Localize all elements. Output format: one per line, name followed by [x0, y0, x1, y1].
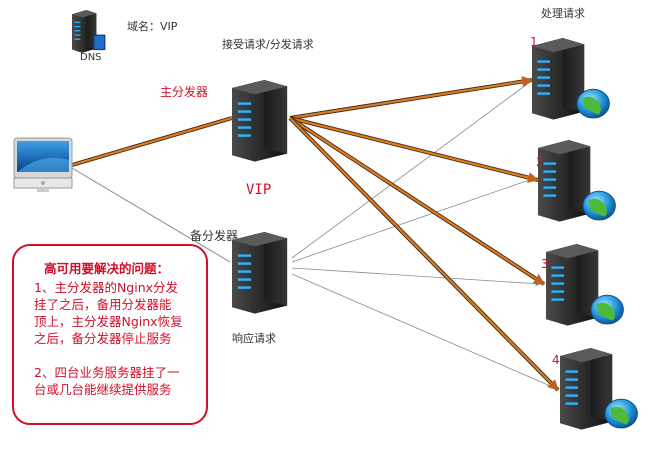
server-4-number: 4 — [552, 353, 560, 367]
business-server-4-icon — [560, 348, 638, 430]
link-backup-server-1 — [291, 81, 531, 259]
link-backup-server-3 — [291, 267, 541, 287]
connections — [71, 76, 560, 392]
link-backup-server-4 — [291, 273, 556, 389]
link-client-backup — [71, 167, 231, 263]
note-title: 高可用要解决的问题： — [44, 261, 170, 276]
note-line: 之后，备分发器停止服务 — [34, 331, 172, 346]
receive-label: 接受请求/分发请求 — [222, 37, 314, 51]
note-spacer — [34, 347, 200, 364]
business-server-2-icon — [538, 140, 616, 222]
note-line: 顶上，主分发器Nginx恢复 — [34, 314, 183, 329]
backup-label: 备分发器 — [190, 228, 238, 243]
server-2-number: 2 — [536, 155, 544, 169]
note-line: 2、四台业务服务器挂了一 — [34, 365, 180, 380]
dns-label: DNS — [80, 52, 102, 63]
note-line: 台或几台能继续提供服务 — [34, 382, 172, 397]
backup-dispatcher-server-icon — [232, 232, 288, 314]
link-backup-server-2 — [291, 177, 536, 263]
server-3-number: 3 — [541, 257, 549, 271]
master-label: 主分发器 — [160, 84, 208, 99]
business-server-3-icon — [546, 244, 624, 326]
respond-label: 响应请求 — [232, 331, 276, 345]
client-computer-icon — [13, 137, 73, 192]
vip-label: VIP — [246, 182, 271, 198]
master-dispatcher-server-icon — [232, 80, 288, 162]
server-1-number: 1 — [530, 35, 538, 49]
process-label: 处理请求 — [541, 7, 585, 20]
business-server-1-icon — [532, 38, 610, 120]
domain-label: 域名：VIP — [127, 19, 178, 33]
dns-server-icon — [72, 10, 106, 53]
high-availability-note: 高可用要解决的问题： 1、主分发器的Nginx分发 挂了之后，备用分发器能 顶上… — [12, 244, 208, 425]
note-line: 1、主分发器的Nginx分发 — [34, 280, 179, 295]
note-line: 挂了之后，备用分发器能 — [34, 297, 172, 312]
